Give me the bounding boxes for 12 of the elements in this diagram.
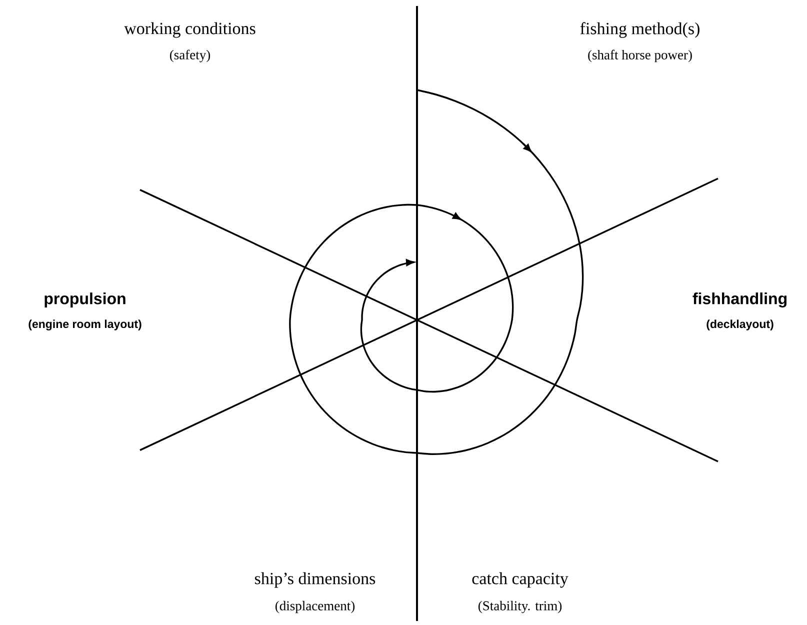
sector-label: (shaft horse power) xyxy=(588,50,692,62)
sector-label: (engine room layout) xyxy=(28,320,142,330)
sector-label: (safety) xyxy=(170,50,210,62)
sector-label: (Stability. trim) xyxy=(478,600,562,614)
sector-label: (displacement) xyxy=(276,600,355,614)
sector-label: ship’s dimensions xyxy=(255,572,376,588)
sector-label: working conditions xyxy=(124,22,256,38)
sector-label: fishing method(s) xyxy=(580,22,700,38)
sector-label: fishhandling xyxy=(692,292,786,308)
sector-label: (decklayout) xyxy=(706,320,774,330)
sector-label: propulsion xyxy=(44,292,126,308)
sector-label: catch capacity xyxy=(472,572,568,588)
